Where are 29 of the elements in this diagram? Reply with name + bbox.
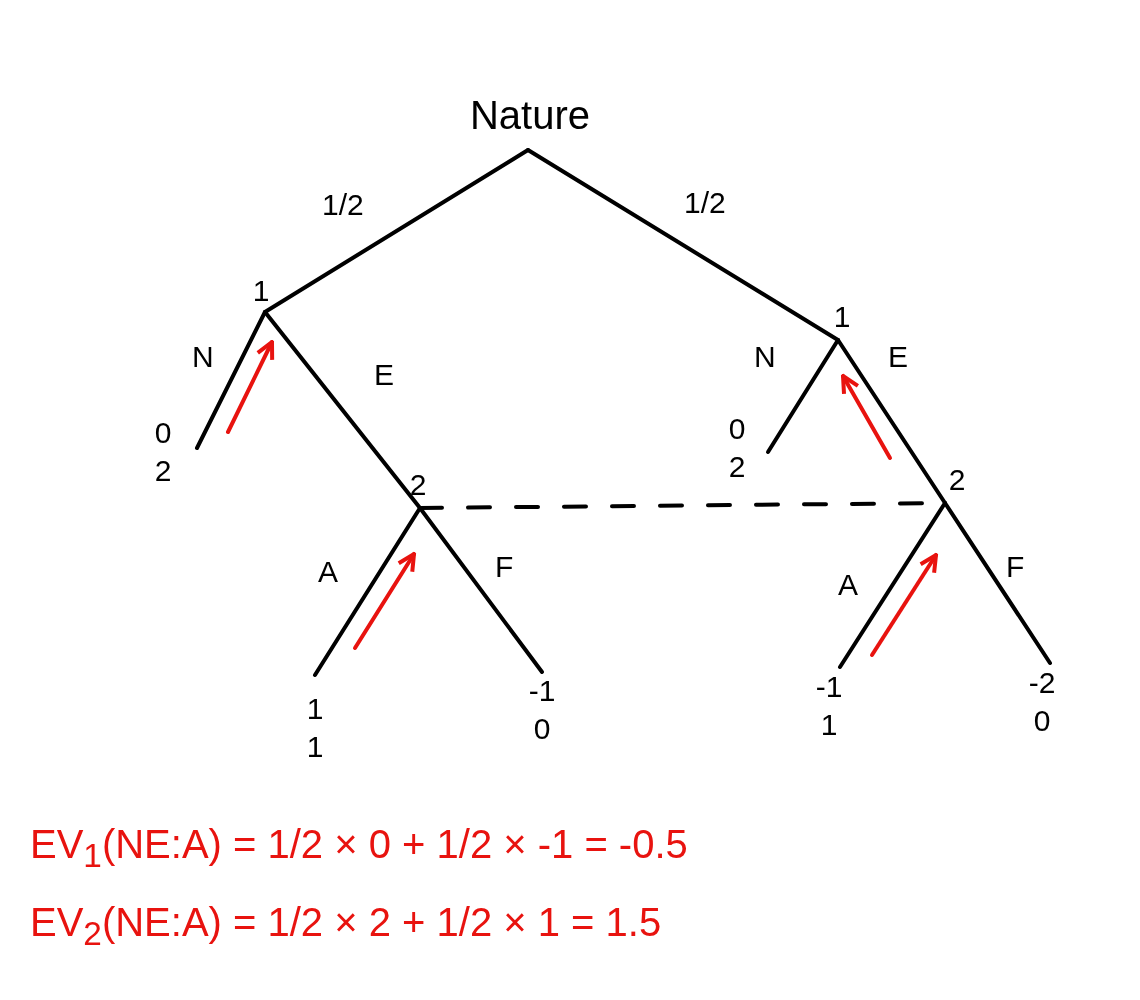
- payoff-value: 0: [153, 415, 173, 451]
- expected-value-equation: EV$_{2}$(NE:A) = 1/2 × 2 + 1/2 × 1 = 1.5: [30, 900, 662, 953]
- branch-line: [766, 338, 840, 454]
- payoff-value: 2: [153, 453, 173, 489]
- player-label: 2: [942, 461, 972, 499]
- branch-line: [263, 310, 422, 510]
- player-label: 2: [404, 466, 432, 504]
- payoff-value: 1: [819, 707, 839, 743]
- branch-line: [313, 506, 422, 677]
- chance-node-label: Nature: [468, 88, 592, 142]
- payoff-value: -1: [814, 669, 844, 705]
- payoff-value: 0: [532, 711, 552, 747]
- payoff-value: 0: [727, 411, 747, 447]
- branch-line: [195, 310, 267, 450]
- expected-value-equation: EV$_{1}$(NE:A) = 1/2 × 0 + 1/2 × -1 = -0.5: [30, 822, 688, 875]
- branch-line: [526, 148, 840, 342]
- payoff-value: 1: [305, 691, 325, 727]
- player-label: 1: [830, 298, 854, 336]
- payoff-value: -1: [527, 673, 557, 709]
- branch-line: [838, 501, 947, 669]
- branch-line: [943, 501, 1052, 665]
- branch-line: [836, 338, 947, 505]
- payoff-value: 2: [727, 449, 747, 485]
- payoff-value: 0: [1032, 703, 1052, 739]
- player-label: 1: [247, 272, 275, 310]
- branch-line: [418, 506, 544, 674]
- payoff-value: 1: [305, 729, 325, 765]
- branch-line: [263, 148, 530, 314]
- payoff-value: -2: [1027, 665, 1057, 701]
